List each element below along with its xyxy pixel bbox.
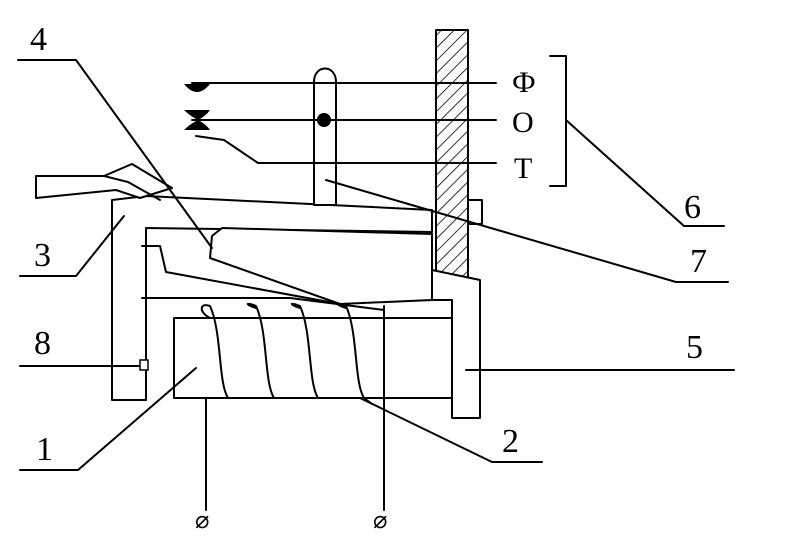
- armature: [209, 227, 433, 305]
- callout-6: 6: [684, 189, 701, 226]
- coil: [200, 302, 373, 405]
- contact-line-t: [195, 135, 497, 164]
- lever: [35, 163, 173, 199]
- spring-contact: [313, 67, 337, 206]
- insulating-rod: [435, 29, 469, 279]
- callout-2: 2: [502, 423, 519, 460]
- callout-8: 8: [34, 325, 51, 362]
- lever-link: [103, 175, 161, 201]
- callout-4: 4: [30, 21, 47, 58]
- contact-o-junction: [317, 113, 331, 127]
- contact-label-phi: Ф: [512, 66, 536, 99]
- leader-6: [565, 119, 725, 227]
- leader-2: [359, 397, 543, 463]
- leader-7: [325, 179, 729, 283]
- contact-label-t: Т: [514, 152, 532, 185]
- callout-7: 7: [690, 243, 707, 280]
- leader-1: [19, 367, 197, 471]
- terminal-symbol-right: ⌀: [373, 508, 387, 532]
- armature-inner-lower: [141, 297, 385, 311]
- armature-inner: [141, 245, 341, 305]
- contact-phi-symbol: [184, 84, 210, 92]
- bracket: [549, 55, 567, 187]
- lever-pin: [139, 359, 149, 371]
- leader-3: [19, 215, 125, 277]
- terminal-symbol-left: ⌀: [195, 508, 209, 532]
- callout-1: 1: [36, 431, 53, 468]
- core: [173, 317, 457, 399]
- contact-o-symbol: [184, 110, 210, 130]
- callout-5: 5: [686, 329, 703, 366]
- leader-4: [17, 59, 213, 249]
- rod-stop: [467, 199, 483, 225]
- callout-3: 3: [34, 237, 51, 274]
- yoke: [111, 195, 433, 401]
- contact-label-o: О: [512, 106, 534, 139]
